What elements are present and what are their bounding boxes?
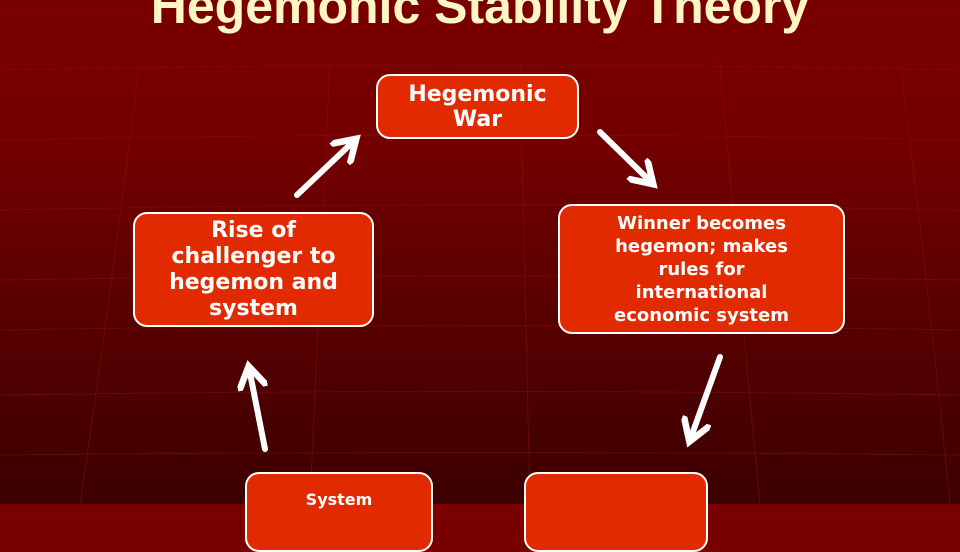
node-label: Rise of challenger to hegemon and system — [169, 217, 338, 321]
node-hegemonic-war: Hegemonic War — [376, 74, 579, 139]
arrow-rise-to-war — [294, 140, 355, 198]
arrow-system-to-rise — [249, 368, 268, 452]
node-rise: Rise of challenger to hegemon and system — [133, 212, 374, 327]
arrow-winner-to-bottom — [690, 354, 723, 440]
slide-title: Hegemonic Stability Theory — [150, 0, 810, 34]
arrow-war-to-winner — [597, 129, 652, 183]
node-label: Winner becomes hegemon; makes rules for … — [613, 212, 790, 326]
cycle-arrows — [0, 129, 723, 452]
node-label: Hegemonic War — [408, 81, 547, 132]
node-winner: Winner becomes hegemon; makes rules for … — [558, 204, 845, 334]
